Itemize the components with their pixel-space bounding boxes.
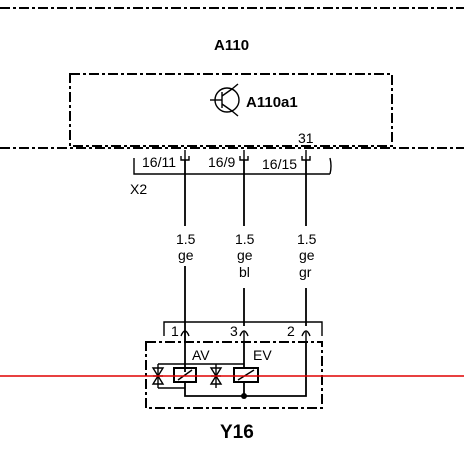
pin-label-16-11: 16/11 xyxy=(142,154,176,170)
pin-label-16-15: 16/15 xyxy=(262,156,297,172)
y16-box xyxy=(145,341,323,409)
pin-number-1: 1 xyxy=(171,323,179,339)
valve-ev-label: EV xyxy=(253,347,272,363)
wire-2-color: ge xyxy=(237,247,253,263)
pin-terminal-bottom-2 xyxy=(301,330,311,342)
wire-1-color: ge xyxy=(178,247,194,263)
a110-label: A110 xyxy=(214,37,249,54)
pin-terminal-top-1 xyxy=(180,150,190,161)
wire-3-size: 1.5 xyxy=(297,231,317,247)
connector-x2-label: X2 xyxy=(130,181,147,197)
pin-label-31: 31 xyxy=(298,130,314,146)
valve-av-label: AV xyxy=(192,347,210,363)
connector-x2-bracket xyxy=(133,158,330,175)
transistor-icon xyxy=(210,83,240,117)
wire-1-size: 1.5 xyxy=(176,231,196,247)
pin-number-2: 2 xyxy=(287,323,295,339)
pin-terminal-top-2 xyxy=(239,150,249,161)
pin-terminal-bottom-3 xyxy=(239,330,249,342)
coil-ev xyxy=(233,367,259,383)
wire-2-color-stripe: bl xyxy=(239,264,250,280)
wire-3-color-stripe: gr xyxy=(299,264,312,280)
wire-3-color: ge xyxy=(299,247,315,263)
a110a1-box xyxy=(69,73,393,147)
junction-dot xyxy=(241,393,247,399)
a110a1-label: A110a1 xyxy=(246,94,298,111)
pin-terminal-top-3 xyxy=(301,150,311,161)
pin-number-3: 3 xyxy=(230,323,238,339)
connector-y16-bracket xyxy=(163,321,323,336)
pin-label-16-9: 16/9 xyxy=(208,154,235,170)
wire-2-size: 1.5 xyxy=(235,231,255,247)
pin-terminal-bottom-1 xyxy=(180,330,190,342)
y16-label: Y16 xyxy=(220,422,254,443)
connector-x2-break xyxy=(329,157,332,175)
